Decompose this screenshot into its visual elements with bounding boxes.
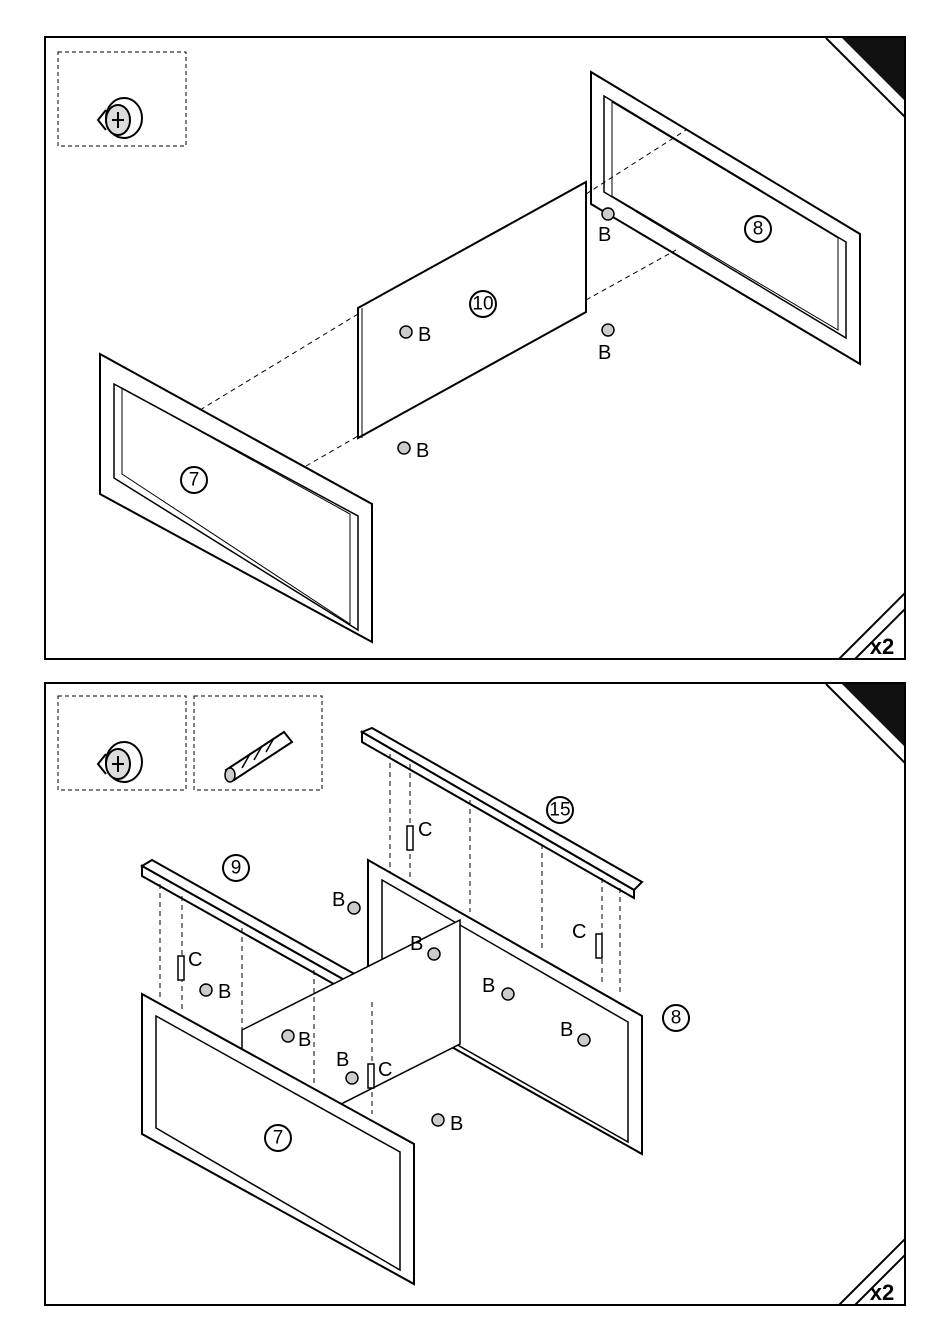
part-15-number: 15 [549, 800, 570, 821]
corner-marker-icon [842, 38, 906, 104]
fastener-label: B [410, 933, 423, 955]
fastener-label: B [336, 1049, 349, 1071]
dowel-label: C [572, 921, 586, 943]
fastener-label: B [218, 981, 231, 1003]
dowel [407, 826, 413, 850]
corner-marker-icon [842, 684, 906, 750]
dowel [178, 956, 184, 980]
part-7-number: 7 [189, 470, 200, 491]
cam-fastener [602, 208, 614, 220]
cam-fastener [432, 1114, 444, 1126]
dowel-label: C [418, 819, 432, 841]
part-7-frame [100, 354, 372, 642]
assembly-step-1: x2 8 10 7 B B B B [44, 36, 906, 660]
hardware-box [194, 696, 322, 790]
part-8-frame [591, 72, 860, 364]
part-15-rail [362, 728, 642, 898]
dowel [368, 1064, 374, 1088]
cam-fastener [428, 948, 440, 960]
cam-fastener [200, 984, 212, 996]
dowel-label: C [378, 1059, 392, 1081]
part-9-number: 9 [231, 858, 242, 879]
repeat-badge: x2 [836, 590, 906, 660]
wood-dowel-icon [225, 732, 292, 782]
cam-fastener [282, 1030, 294, 1042]
part-8-number: 8 [671, 1008, 682, 1029]
fastener-label: B [416, 440, 429, 462]
repeat-badge-text: x2 [870, 634, 894, 659]
part-10-number: 10 [472, 294, 493, 315]
step-2-drawing: x2 15 9 8 7 [46, 684, 906, 1306]
fastener-label: B [560, 1019, 573, 1041]
cam-fastener [400, 326, 412, 338]
cam-lock-icon [98, 98, 142, 138]
repeat-badge: x2 [836, 1236, 906, 1306]
fastener-label: B [418, 324, 431, 346]
cam-fastener [346, 1072, 358, 1084]
fastener-label: B [482, 975, 495, 997]
part-7-number: 7 [273, 1128, 284, 1149]
fastener-label: B [598, 224, 611, 246]
dowel-label: C [188, 949, 202, 971]
cam-fastener [348, 902, 360, 914]
fastener-label: B [598, 342, 611, 364]
dowel [596, 934, 602, 958]
cam-fastener [602, 324, 614, 336]
fastener-label: B [450, 1113, 463, 1135]
part-8-number: 8 [753, 219, 764, 240]
step-1-drawing: x2 8 10 7 B B B B [46, 38, 906, 660]
cam-fastener [578, 1034, 590, 1046]
repeat-badge-text: x2 [870, 1280, 894, 1305]
assembly-step-2: x2 15 9 8 7 [44, 682, 906, 1306]
cam-lock-icon [98, 742, 142, 782]
fastener-label: B [332, 889, 345, 911]
cam-fastener [502, 988, 514, 1000]
cam-fastener [398, 442, 410, 454]
fastener-label: B [298, 1029, 311, 1051]
